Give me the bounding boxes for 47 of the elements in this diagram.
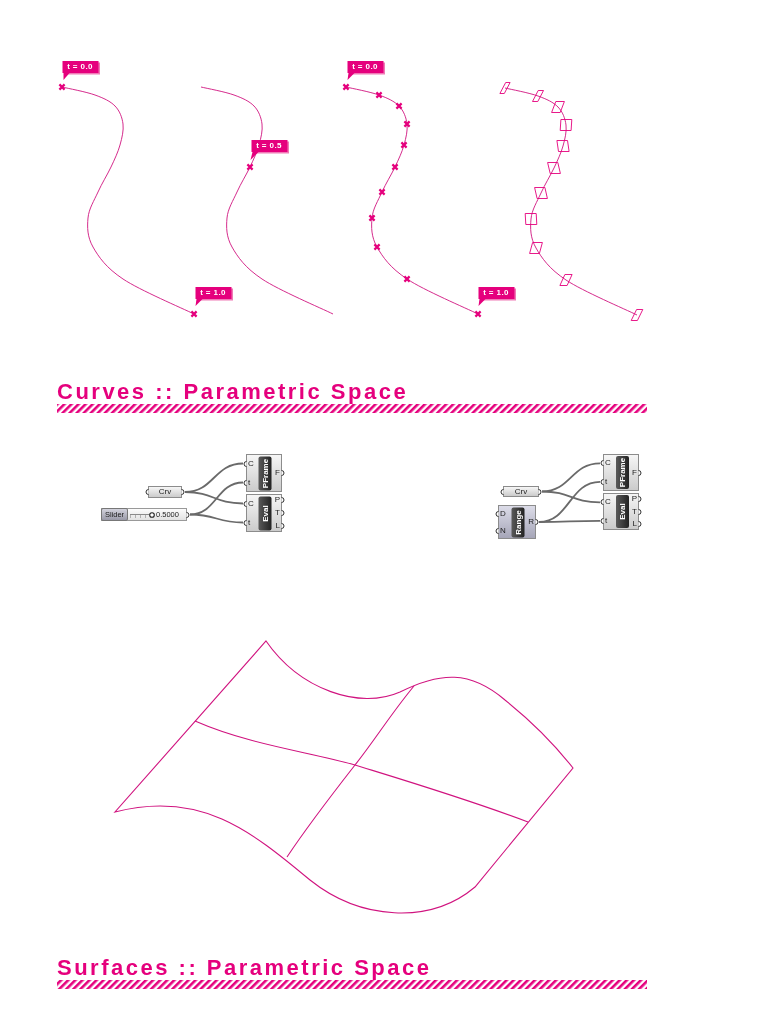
port-label: C — [248, 458, 254, 469]
component-name-label: Eval — [615, 495, 629, 528]
callout-label: t = 0.5 — [256, 140, 282, 152]
callout-label: t = 0.0 — [67, 61, 93, 73]
port-label: F — [275, 468, 280, 478]
port-label: C — [605, 497, 611, 508]
component-name-label: PFrame — [615, 456, 629, 489]
section-heading: Surfaces :: Parametric Space — [57, 956, 432, 980]
parameter-label: Crv — [514, 486, 528, 497]
port-label: C — [248, 498, 254, 509]
callout-label: t = 0.0 — [352, 61, 378, 73]
component-block — [495, 505, 539, 539]
port-label: R — [528, 517, 534, 527]
component-name-label: Eval — [258, 496, 272, 530]
port-label: t — [248, 477, 251, 488]
component-name-label: PFrame — [258, 456, 272, 490]
wire — [184, 491, 244, 505]
port-label: P — [274, 495, 280, 506]
component-block — [600, 493, 642, 530]
port-label: L — [275, 520, 280, 531]
component-block — [243, 454, 285, 492]
parameter-box — [145, 486, 185, 498]
port-label: F — [632, 467, 637, 478]
callout-label: t = 1.0 — [483, 287, 509, 299]
port-label: D — [500, 508, 506, 519]
port-label: C — [605, 458, 611, 469]
port-label: t — [605, 515, 608, 526]
port-label: T — [275, 508, 280, 518]
wire — [541, 462, 601, 493]
port-label: N — [500, 525, 506, 536]
port-label: L — [632, 518, 637, 529]
number-slider — [101, 508, 190, 521]
wire — [538, 519, 601, 523]
port-label: t — [248, 517, 251, 528]
component-block — [243, 494, 285, 532]
wire — [189, 481, 244, 516]
wire — [541, 490, 601, 504]
parameter-label: Crv — [158, 486, 172, 498]
port-label: P — [631, 494, 637, 505]
component-name-label: Range — [511, 507, 525, 537]
parameter-box — [500, 486, 542, 497]
port-label: t — [605, 476, 608, 487]
callout-label: t = 1.0 — [200, 287, 226, 299]
wire — [189, 513, 244, 524]
component-block — [600, 454, 642, 491]
port-label: T — [632, 506, 637, 517]
section-heading: Curves :: Parametric Space — [57, 380, 409, 404]
